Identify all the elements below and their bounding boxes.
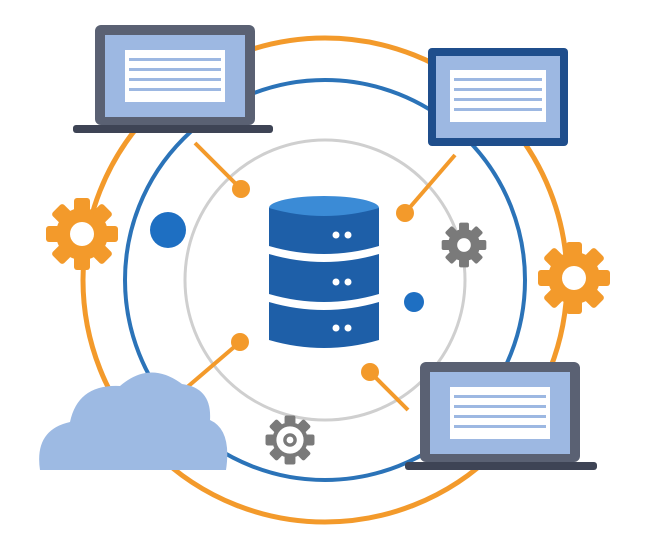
gear-icon xyxy=(523,227,625,329)
gear-icon xyxy=(31,183,133,285)
gear-icon xyxy=(432,213,496,277)
decorative-dot xyxy=(404,292,424,312)
database-server-icon xyxy=(269,196,379,348)
connector-lines xyxy=(183,141,457,412)
laptop-icon xyxy=(73,25,273,133)
middle-blue-ring xyxy=(123,78,527,482)
cloud-icon xyxy=(39,372,228,470)
laptop-icon xyxy=(405,362,597,470)
decorative-dot xyxy=(150,212,186,248)
monitor-icon xyxy=(428,48,568,146)
inner-gray-ring xyxy=(183,138,467,422)
gear-icon xyxy=(255,405,325,475)
